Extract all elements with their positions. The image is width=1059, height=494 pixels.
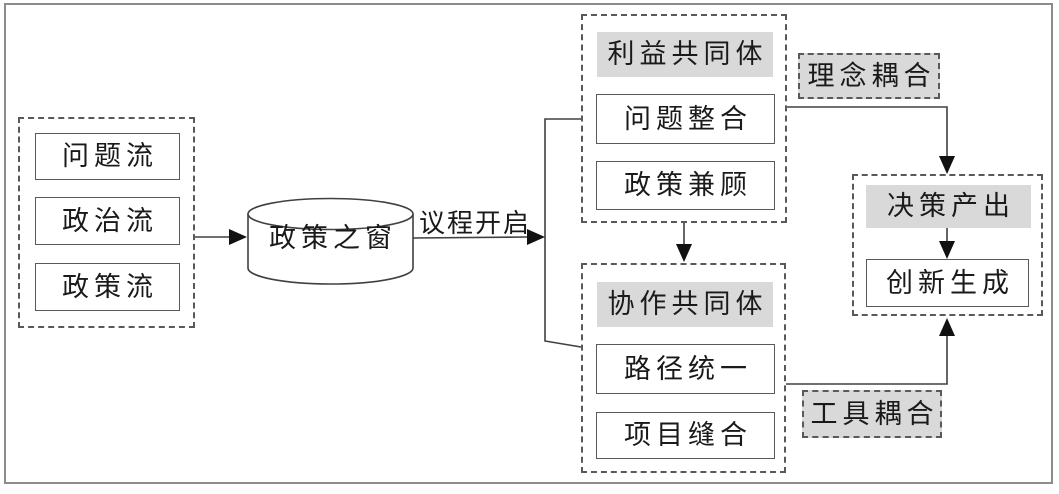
stream-box-problem: 问题流 xyxy=(35,133,180,180)
tool-coupling-box: 工具耦合 xyxy=(802,390,942,438)
connector-tool-coupling xyxy=(786,335,948,385)
arrowhead-concept-into-decision xyxy=(939,156,955,174)
interest-item-problem-integration: 问题整合 xyxy=(596,94,775,144)
collab-item-path-unification-label: 路径统一 xyxy=(624,353,752,384)
collaboration-community-header: 协作共同体 xyxy=(597,282,773,327)
streams-group xyxy=(18,117,195,328)
bracket-split-line xyxy=(544,118,582,348)
policy-window-cylinder xyxy=(247,197,414,285)
tool-coupling-label: 工具耦合 xyxy=(810,398,939,429)
stream-label-policy: 政策流 xyxy=(62,271,158,302)
interest-item-policy-balance-label: 政策兼顾 xyxy=(624,170,752,200)
interest-community-group xyxy=(581,14,787,223)
connector-concept-coupling xyxy=(787,106,948,157)
arrowhead-into-collab xyxy=(676,244,692,262)
stream-box-policy: 政策流 xyxy=(35,263,180,311)
stream-label-politics: 政治流 xyxy=(62,205,158,236)
arrowhead-into-bracket xyxy=(527,229,545,245)
collab-item-project-stitching-label: 项目缝合 xyxy=(624,420,752,450)
interest-item-policy-balance: 政策兼顾 xyxy=(596,161,775,210)
interest-community-header-label: 利益共同体 xyxy=(607,39,768,69)
interest-community-header: 利益共同体 xyxy=(597,32,773,77)
decision-item-innovation-generation-label: 创新生成 xyxy=(886,267,1014,298)
decision-output-header-label: 决策产出 xyxy=(887,191,1015,221)
decision-output-header: 决策产出 xyxy=(866,185,1031,228)
concept-coupling-box: 理念耦合 xyxy=(798,53,940,99)
outer-frame xyxy=(4,3,1053,484)
policy-window-label-box: 政策之窗 xyxy=(250,216,411,260)
agenda-arrow-label: 议程开启 xyxy=(418,209,531,238)
stream-box-politics: 政治流 xyxy=(35,197,180,245)
collab-item-path-unification: 路径统一 xyxy=(596,344,775,394)
policy-window-label: 政策之窗 xyxy=(269,222,397,253)
interest-item-problem-integration-label: 问题整合 xyxy=(624,103,752,134)
arrowhead-into-innovation xyxy=(939,241,955,259)
collaboration-community-header-label: 协作共同体 xyxy=(607,289,768,319)
arrowhead-tool-into-decision xyxy=(939,318,955,336)
concept-coupling-label: 理念耦合 xyxy=(807,60,936,91)
decision-item-innovation-generation: 创新生成 xyxy=(866,259,1029,307)
collab-item-project-stitching: 项目缝合 xyxy=(596,412,775,459)
collaboration-community-group xyxy=(581,263,786,473)
stream-label-problem: 问题流 xyxy=(62,141,158,171)
arrow-window-to-bracket-line xyxy=(412,236,529,239)
arrowhead-into-window xyxy=(229,229,247,245)
decision-output-group xyxy=(852,174,1043,316)
